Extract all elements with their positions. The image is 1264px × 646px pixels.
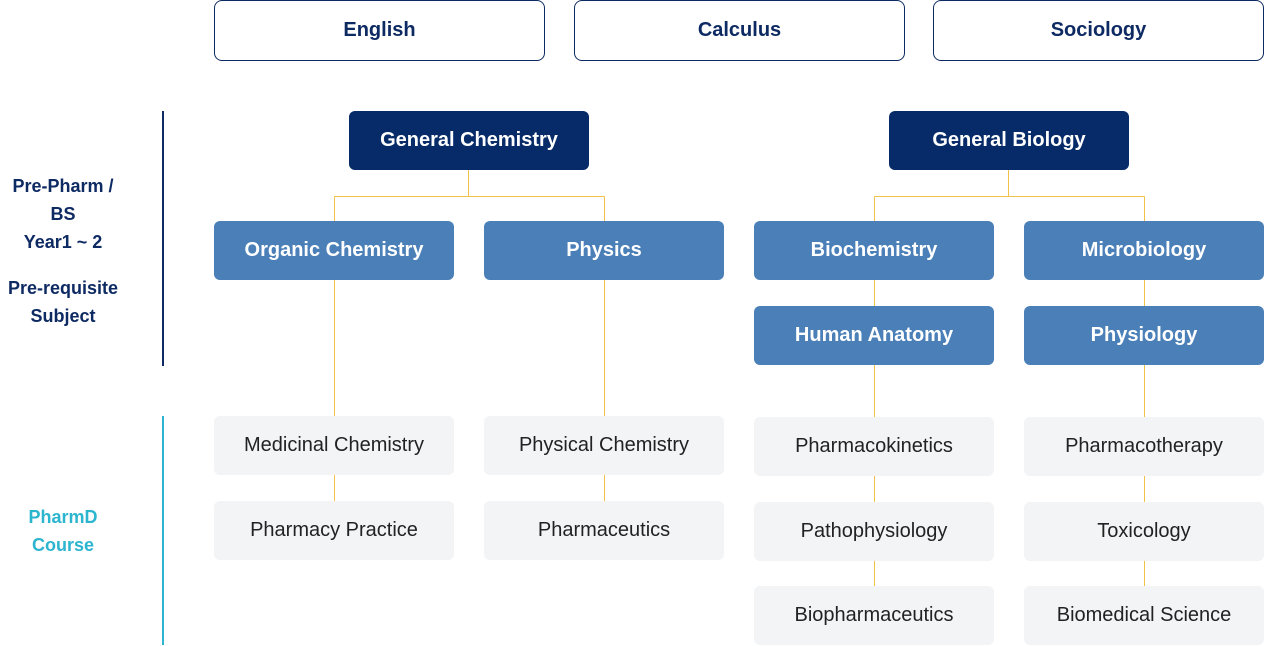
node-microbiology: Microbiology: [1024, 221, 1264, 280]
node-toxicology: Toxicology: [1024, 502, 1264, 561]
node-pharmacotherapy: Pharmacotherapy: [1024, 417, 1264, 476]
prereq-label: Pre-requisite Subject: [0, 274, 126, 330]
node-general-biology: General Biology: [889, 111, 1129, 170]
node-pathophysiology: Pathophysiology: [754, 502, 994, 561]
node-physics: Physics: [484, 221, 724, 280]
subject-calculus: Calculus: [574, 0, 905, 61]
prepharm-label-line2: Year1 ~ 2: [23, 232, 103, 252]
prereq-label-line2: Subject: [30, 306, 96, 326]
pharmd-label-line1: PharmD: [28, 507, 98, 527]
node-physical-chemistry: Physical Chemistry: [484, 416, 724, 475]
node-biochemistry: Biochemistry: [754, 221, 994, 280]
prepharm-label-line1: Pre-Pharm / BS: [12, 176, 114, 224]
prepharm-divider: [162, 111, 164, 366]
node-pharmacokinetics: Pharmacokinetics: [754, 417, 994, 476]
node-physiology: Physiology: [1024, 306, 1264, 365]
pharmd-divider: [162, 416, 164, 645]
subject-sociology: Sociology: [933, 0, 1264, 61]
node-organic-chemistry: Organic Chemistry: [214, 221, 454, 280]
prereq-label-line1: Pre-requisite: [7, 278, 119, 298]
subject-english: English: [214, 0, 545, 61]
node-pharmaceutics: Pharmaceutics: [484, 501, 724, 560]
node-biomedical-science: Biomedical Science: [1024, 586, 1264, 645]
node-biopharmaceutics: Biopharmaceutics: [754, 586, 994, 645]
prepharm-label: Pre-Pharm / BS Year1 ~ 2: [0, 172, 126, 256]
node-human-anatomy: Human Anatomy: [754, 306, 994, 365]
pharmd-label: PharmD Course: [0, 503, 126, 559]
node-pharmacy-practice: Pharmacy Practice: [214, 501, 454, 560]
node-medicinal-chemistry: Medicinal Chemistry: [214, 416, 454, 475]
pharmd-label-line2: Course: [31, 535, 94, 555]
node-general-chemistry: General Chemistry: [349, 111, 589, 170]
